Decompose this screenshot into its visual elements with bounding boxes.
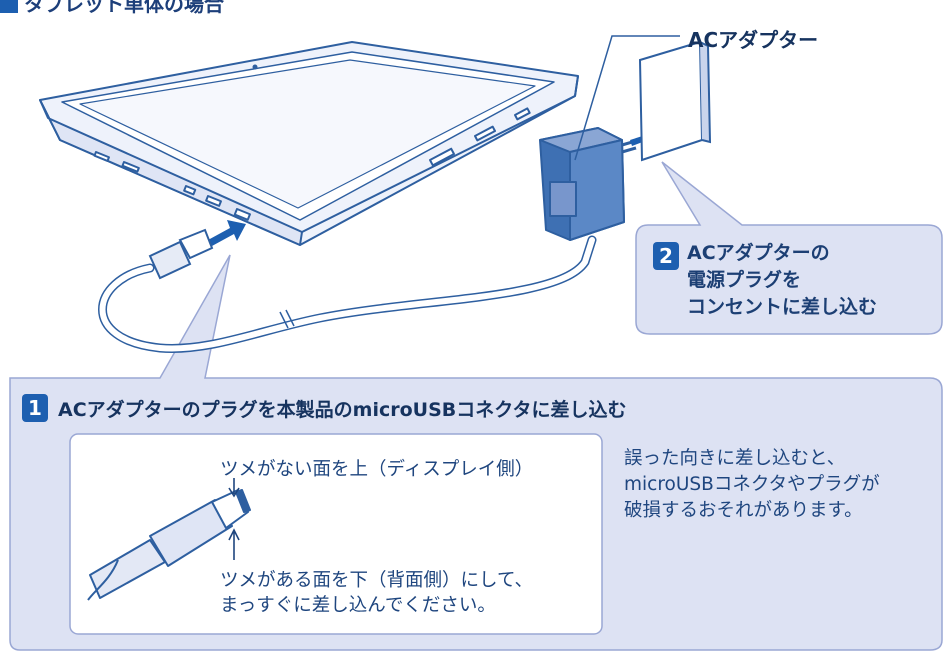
warning-note: 誤った向きに差し込むと、 microUSBコネクタやプラグが 破損するおそれがあ… (624, 446, 944, 524)
step2-text: ACアダプターの 電源プラグを コンセントに差し込む (687, 240, 937, 321)
step2-line: ACアダプターの (687, 242, 830, 264)
plug-detail-drawing (87, 489, 251, 601)
section-marker-icon (0, 0, 18, 13)
step1-instruction: 1 ACアダプターのプラグを本製品のmicroUSBコネクタに差し込む (22, 394, 922, 422)
cable-break (279, 309, 295, 329)
step2-line: コンセントに差し込む (687, 296, 878, 318)
plug-top-note: ツメがない面を上（ディスプレイ側） (220, 459, 534, 480)
bottom-indicator-arrow (228, 528, 240, 560)
ac-adapter-label: ACアダプター (688, 28, 819, 52)
top-indicator-arrow (228, 478, 240, 498)
plug-bottom-note-line: ツメがある面を下（背面側）にして、 (220, 570, 534, 591)
plug-bottom-note-line: まっすぐに差し込んでください。 (220, 595, 496, 616)
insert-arrow-tablet (208, 220, 246, 246)
step1-number-badge: 1 (22, 394, 48, 422)
plug-bottom-note: ツメがある面を下（背面側）にして、 まっすぐに差し込んでください。 (220, 568, 533, 618)
ac-adapter (539, 127, 637, 241)
wall-outlet (638, 40, 712, 162)
step2-number-badge: 2 (653, 242, 679, 270)
warning-line: microUSBコネクタやプラグが (624, 474, 880, 495)
warning-line: 誤った向きに差し込むと、 (624, 448, 846, 469)
cable (98, 235, 597, 353)
section-header: タブレット単体の場合 (0, 0, 224, 17)
step1-title: ACアダプターのプラグを本製品のmicroUSBコネクタに差し込む (58, 399, 627, 421)
tablet (39, 41, 579, 246)
section-title: タブレット単体の場合 (24, 0, 224, 16)
step2-line: 電源プラグを (687, 269, 802, 291)
step2-panel (635, 161, 943, 335)
micro-usb-plug (148, 228, 214, 280)
plug-detail-box (69, 433, 603, 635)
ac-adapter-leader (574, 35, 680, 161)
warning-line: 破損するおそれがあります。 (624, 500, 863, 521)
